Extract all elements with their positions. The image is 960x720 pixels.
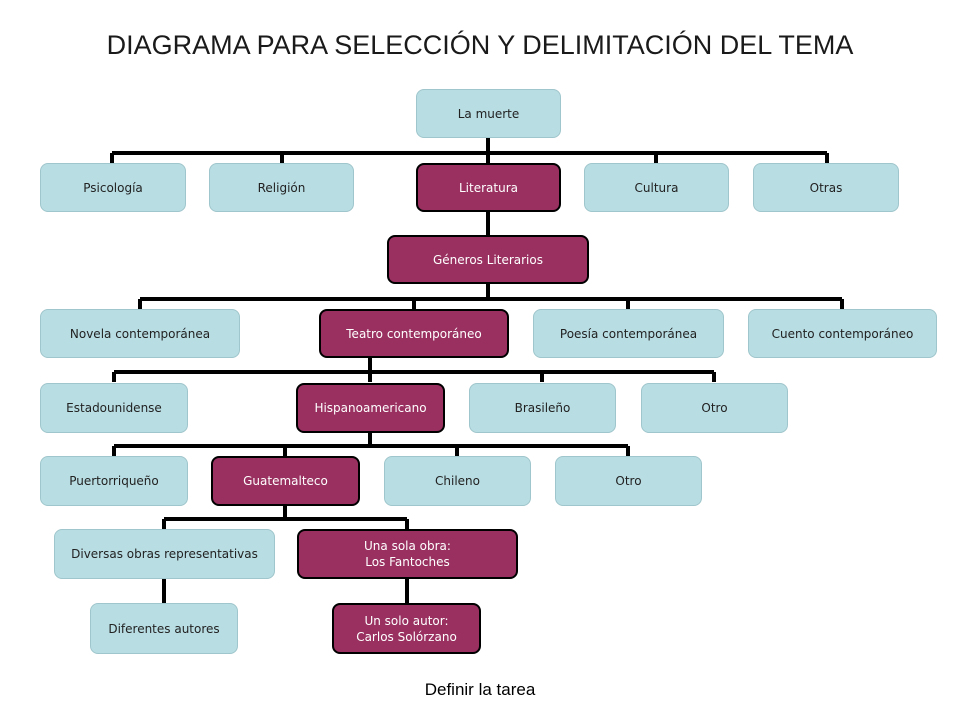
node-la-muerte: La muerte — [416, 89, 561, 138]
node-psicologia: Psicología — [40, 163, 186, 212]
diagram-title: DIAGRAMA PARA SELECCIÓN Y DELIMITACIÓN D… — [106, 30, 854, 60]
node-teatro-contemporaneo: Teatro contemporáneo — [319, 309, 509, 358]
node-estadounidense: Estadounidense — [40, 383, 188, 433]
node-chileno: Chileno — [384, 456, 531, 506]
node-poesia-contemporanea: Poesía contemporánea — [533, 309, 724, 358]
node-literatura: Literatura — [416, 163, 561, 212]
node-un-solo-autor: Un solo autor: Carlos Solórzano — [332, 603, 481, 654]
node-puertorriqueno: Puertorriqueño — [40, 456, 188, 506]
node-cultura: Cultura — [584, 163, 729, 212]
node-guatemalteco: Guatemalteco — [211, 456, 360, 506]
node-hispanoamericano: Hispanoamericano — [296, 383, 445, 433]
node-diferentes-autores: Diferentes autores — [90, 603, 238, 654]
node-diversas-obras: Diversas obras representativas — [54, 529, 275, 579]
node-religion: Religión — [209, 163, 354, 212]
node-otro-pais: Otro — [641, 383, 788, 433]
node-novela-contemporanea: Novela contemporánea — [40, 309, 240, 358]
node-otro-region: Otro — [555, 456, 702, 506]
node-otras: Otras — [753, 163, 899, 212]
footer-caption: Definir la tarea — [424, 680, 536, 699]
node-brasileno: Brasileño — [469, 383, 616, 433]
node-una-sola-obra: Una sola obra: Los Fantoches — [297, 529, 518, 579]
node-cuento-contemporaneo: Cuento contemporáneo — [748, 309, 937, 358]
node-generos-literarios: Géneros Literarios — [387, 235, 589, 284]
